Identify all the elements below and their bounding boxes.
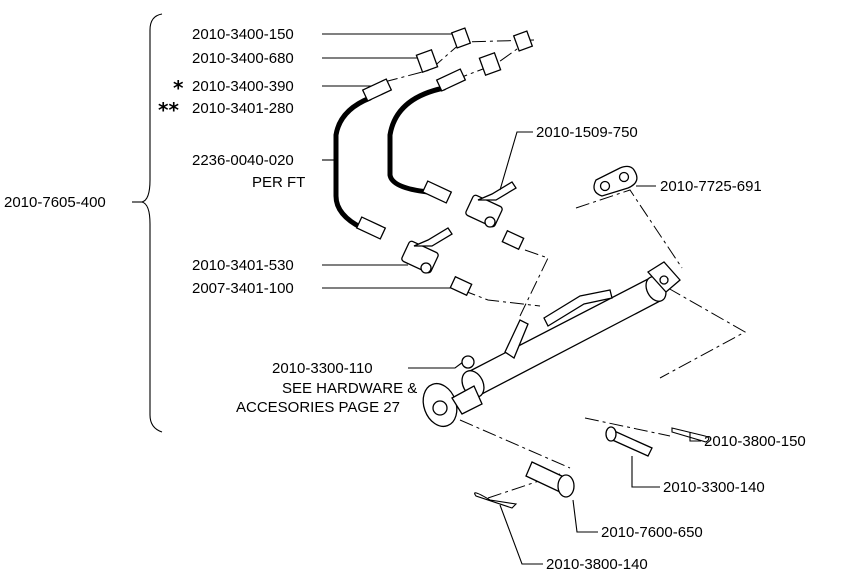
hose-fitting-2010-3400-390 bbox=[361, 68, 467, 102]
label-see-hardware: SEE HARDWARE & bbox=[282, 380, 417, 397]
pin-2010-7600-650 bbox=[525, 461, 575, 498]
label-per-ft: PER FT bbox=[252, 174, 305, 191]
label-2236-0040-020: 2236-0040-020 bbox=[192, 152, 294, 169]
double-star-marker: ** bbox=[158, 98, 179, 122]
link-plate-2010-7725-691 bbox=[593, 165, 638, 197]
hose-2236-0040-020 bbox=[333, 85, 447, 231]
star-marker: * bbox=[173, 76, 184, 100]
cotter-2010-3800-150 bbox=[671, 427, 710, 443]
label-2010-3400-390: 2010-3400-390 bbox=[192, 78, 294, 95]
label-2010-3300-140: 2010-3300-140 bbox=[663, 479, 765, 496]
valve-2010-1509-750 bbox=[465, 181, 517, 228]
label-2010-7600-650: 2010-7600-650 bbox=[601, 524, 703, 541]
valve-2010-3401-530 bbox=[401, 227, 453, 274]
assembly-bracket bbox=[141, 13, 163, 433]
nipple-2007-3401-100 bbox=[449, 229, 525, 297]
label-2010-3401-280: 2010-3401-280 bbox=[192, 100, 294, 117]
label-2007-3401-100: 2007-3401-100 bbox=[192, 280, 294, 297]
fitting-2010-3400-150 bbox=[450, 27, 534, 52]
label-2010-1509-750: 2010-1509-750 bbox=[536, 124, 638, 141]
label-2010-3400-150: 2010-3400-150 bbox=[192, 26, 294, 43]
hose-fitting-2010-3401-280 bbox=[355, 180, 453, 240]
label-2010-3800-140: 2010-3800-140 bbox=[546, 556, 648, 573]
label-2010-3800-150: 2010-3800-150 bbox=[704, 433, 806, 450]
cylinder-2010-3300-110 bbox=[422, 261, 681, 428]
label-2010-7725-691: 2010-7725-691 bbox=[660, 178, 762, 195]
fitting-2010-3400-680 bbox=[415, 48, 502, 77]
label-2010-3401-530: 2010-3401-530 bbox=[192, 257, 294, 274]
cotter-2010-3800-140 bbox=[474, 492, 518, 509]
label-2010-3400-680: 2010-3400-680 bbox=[192, 50, 294, 67]
assembly-label: 2010-7605-400 bbox=[4, 194, 106, 211]
pin-2010-3300-140 bbox=[605, 426, 653, 457]
label-accessories-page: ACCESORIES PAGE 27 bbox=[236, 399, 400, 416]
label-2010-3300-110: 2010-3300-110 bbox=[272, 360, 373, 377]
